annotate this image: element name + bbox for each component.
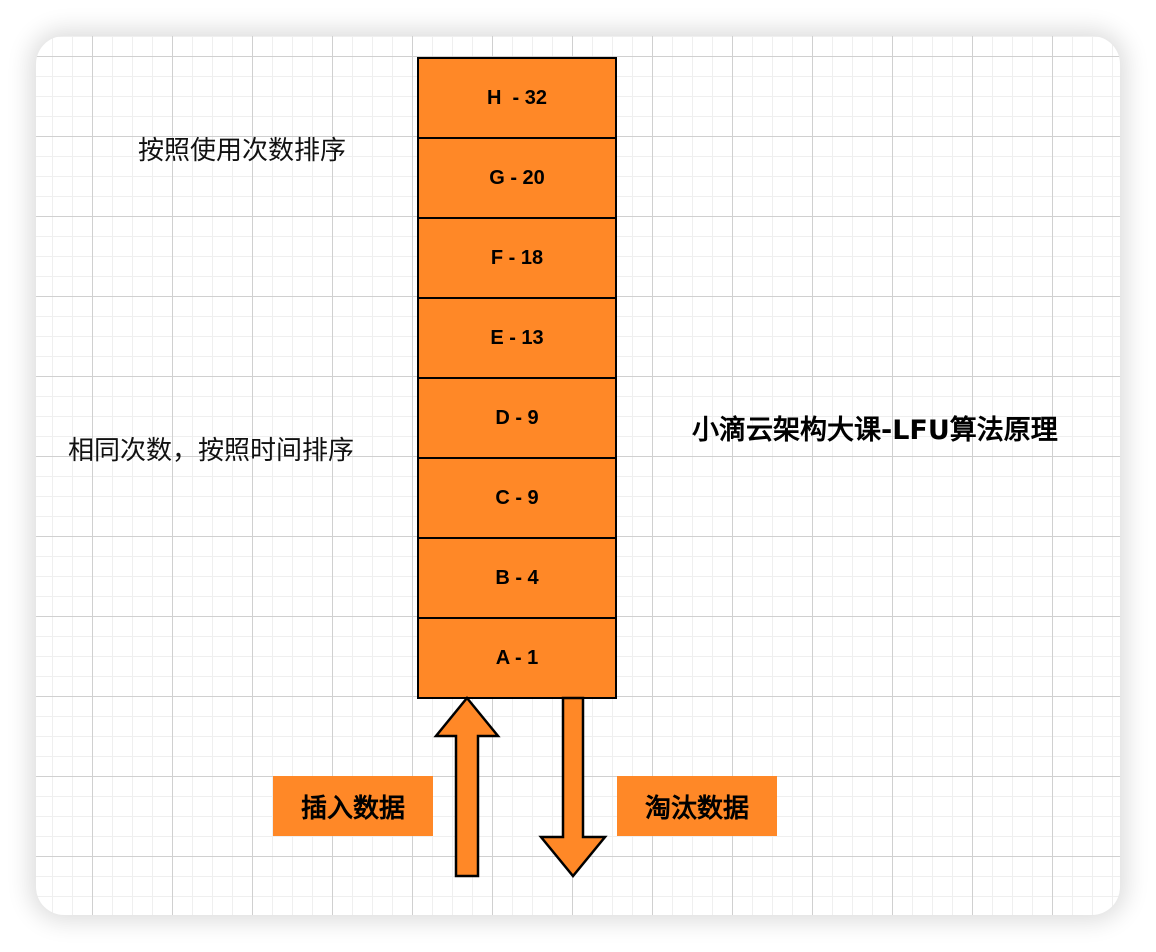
stack-cell-a: A - 1: [495, 646, 539, 669]
evict-data-label: 淘汰数据: [617, 776, 777, 836]
stack-cell-g: G - 20: [419, 139, 615, 219]
insert-data-label: 插入数据: [273, 776, 433, 836]
insert-arrow-up-icon: [433, 696, 501, 878]
note-sort-by-count: 按照使用次数排序: [138, 136, 347, 166]
diagram-title: 小滴云架构大课-LFU算法原理: [692, 415, 1058, 446]
lfu-frequency-stack: H - 32 G - 20 F - 18 E - 13 D - 9 C - 9 …: [417, 57, 617, 699]
stack-cell-d: D - 9: [419, 379, 615, 459]
stack-cell-h: H - 32: [419, 59, 615, 139]
stack-cell-b: B - 4: [419, 539, 615, 619]
stack-cell-c: C - 9: [419, 459, 615, 539]
note-same-count-by-time: 相同次数，按照时间排序: [68, 436, 355, 466]
evict-arrow-down-icon: [538, 696, 608, 878]
stack-cell-e: E - 13: [419, 299, 615, 379]
stack-cell-f: F - 18: [419, 219, 615, 299]
